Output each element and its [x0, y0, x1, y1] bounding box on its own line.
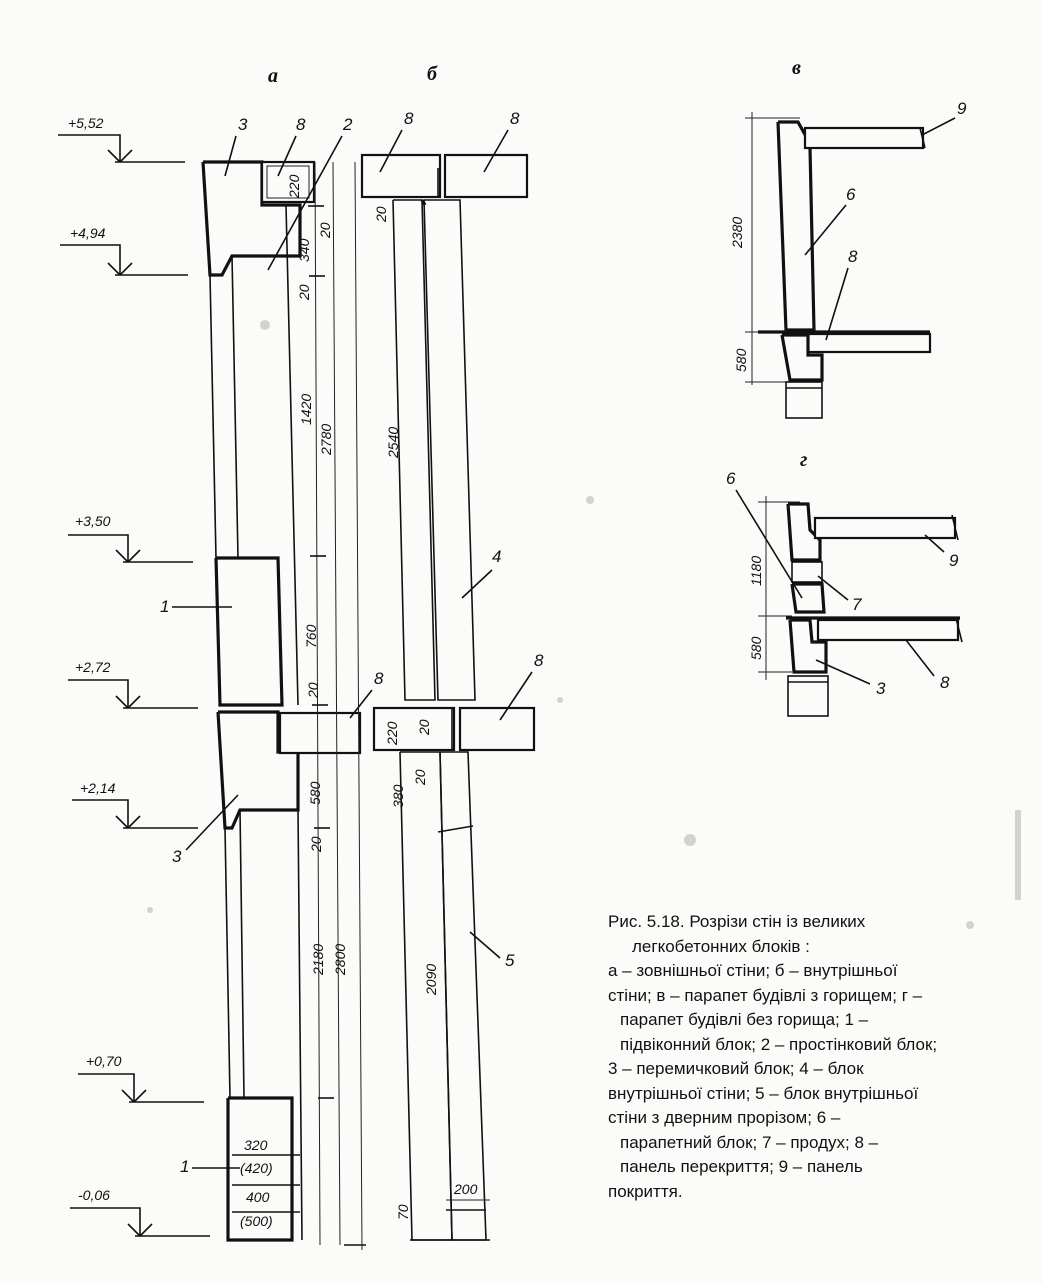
view-v-title: в: [792, 57, 801, 79]
dim-2800: 2800: [332, 944, 348, 976]
callout-3: 3: [238, 115, 248, 134]
caption-line: легкобетонних блоків :: [632, 936, 810, 956]
scan-noise: [147, 320, 1021, 929]
level-mark: -0,06: [70, 1187, 210, 1237]
section-v-parapet-with-attic: 2380 580 9 6 8: [729, 99, 967, 419]
dim-1180: 1180: [748, 556, 764, 586]
dim-220: 220: [384, 721, 400, 746]
view-a-title: а: [268, 65, 278, 87]
dim-20: 20: [317, 222, 333, 239]
dim-70: 70: [395, 1204, 411, 1220]
callout-6: 6: [846, 185, 856, 204]
dim-340: 340: [296, 238, 312, 262]
dim-20: 20: [308, 836, 324, 853]
level-mark: +2,14: [72, 780, 198, 829]
svg-text:+0,70: +0,70: [86, 1053, 122, 1069]
caption-line: підвіконний блок; 2 – простінковий блок;: [620, 1034, 938, 1054]
callout-1: 1: [160, 597, 169, 616]
callout-3: 3: [876, 679, 886, 698]
callout-8: 8: [940, 673, 950, 692]
dim-320: 320: [244, 1137, 268, 1153]
svg-text:+2,72: +2,72: [75, 659, 111, 675]
view-b-title: б: [427, 63, 438, 85]
caption-line: Рис. 5.18. Розрізи стін із великих: [608, 912, 866, 931]
callout-6: 6: [726, 469, 736, 488]
dim-20: 20: [296, 284, 312, 301]
dim-1420: 1420: [298, 394, 314, 425]
caption-line: внутрішньої стіни; 5 – блок внутрішньої: [608, 1083, 919, 1103]
dim-380: 380: [390, 784, 406, 808]
callout-9: 9: [957, 99, 967, 118]
figure-caption: Рис. 5.18. Розрізи стін із великих легко…: [608, 910, 1008, 1204]
level-mark: +5,52: [58, 115, 185, 163]
svg-text:+3,50: +3,50: [75, 513, 111, 529]
svg-text:-0,06: -0,06: [78, 1187, 110, 1203]
level-marks: +5,52 +4,94 +3,50 +2,72 +2,14: [58, 115, 210, 1237]
svg-text:+2,14: +2,14: [80, 780, 116, 796]
svg-text:+4,94: +4,94: [70, 225, 106, 241]
caption-line: парапетний блок; 7 – продух; 8 –: [620, 1132, 879, 1152]
dim-580: 580: [733, 348, 749, 372]
view-g-title: г: [800, 449, 807, 471]
dim-20: 20: [412, 769, 428, 786]
callout-8: 8: [534, 651, 544, 670]
dim-420: (420): [240, 1160, 273, 1176]
dim-400: 400: [246, 1189, 270, 1205]
dim-2780: 2780: [318, 424, 334, 456]
svg-text:+5,52: +5,52: [68, 115, 104, 131]
dim-760: 760: [303, 624, 319, 648]
caption-line: стіни з дверним прорізом; 6 –: [608, 1108, 841, 1127]
level-mark: +0,70: [78, 1053, 204, 1103]
dim-500: (500): [240, 1213, 273, 1229]
caption-line: а – зовнішньої стіни; б – внутрішньої: [608, 961, 898, 980]
dim-2090: 2090: [423, 964, 439, 996]
dim-580: 580: [748, 636, 764, 660]
caption-line: покриття.: [608, 1181, 683, 1201]
dim-2540: 2540: [385, 427, 401, 459]
dim-2380: 2380: [729, 217, 745, 249]
callout-7: 7: [852, 595, 862, 614]
dimension-ticks-a: [308, 205, 366, 1246]
dim-220: 220: [286, 174, 302, 199]
level-mark: +2,72: [68, 659, 198, 709]
dim-580: 580: [307, 781, 323, 805]
dim-20: 20: [305, 682, 321, 699]
dim-20: 20: [416, 719, 432, 736]
callout-8: 8: [510, 109, 520, 128]
callout-9: 9: [949, 551, 959, 570]
caption-line: стіни; в – парапет будівлі з горищем; г …: [608, 985, 923, 1005]
level-mark: +3,50: [68, 513, 193, 563]
callout-4: 4: [492, 547, 501, 566]
callout-1: 1: [180, 1157, 189, 1176]
callout-8: 8: [848, 247, 858, 266]
caption-line: парапет будівлі без горища; 1 –: [620, 1010, 869, 1029]
callout-2: 2: [342, 115, 353, 134]
callout-5: 5: [505, 951, 515, 970]
caption-line: 3 – перемичковий блок; 4 – блок: [608, 1059, 864, 1078]
callout-8: 8: [374, 669, 384, 688]
dim-20: 20: [373, 206, 389, 223]
section-a-external-wall: 220 340 20 20 1420 2780 760 20 580 20 21…: [160, 115, 384, 1251]
section-g-parapet-without-attic: 1180 580 6 9 7 3 8: [726, 469, 963, 717]
callout-8: 8: [404, 109, 414, 128]
caption-line: панель перекриття; 9 – панель: [620, 1157, 863, 1176]
section-b-internal-wall: 20 2540 220 20 20 380 2090 70 200 8 8 4 …: [360, 109, 544, 1241]
callout-8: 8: [296, 115, 306, 134]
level-mark: +4,94: [60, 225, 188, 276]
dim-2180: 2180: [310, 944, 326, 976]
callout-3: 3: [172, 847, 182, 866]
dim-200: 200: [453, 1181, 478, 1197]
